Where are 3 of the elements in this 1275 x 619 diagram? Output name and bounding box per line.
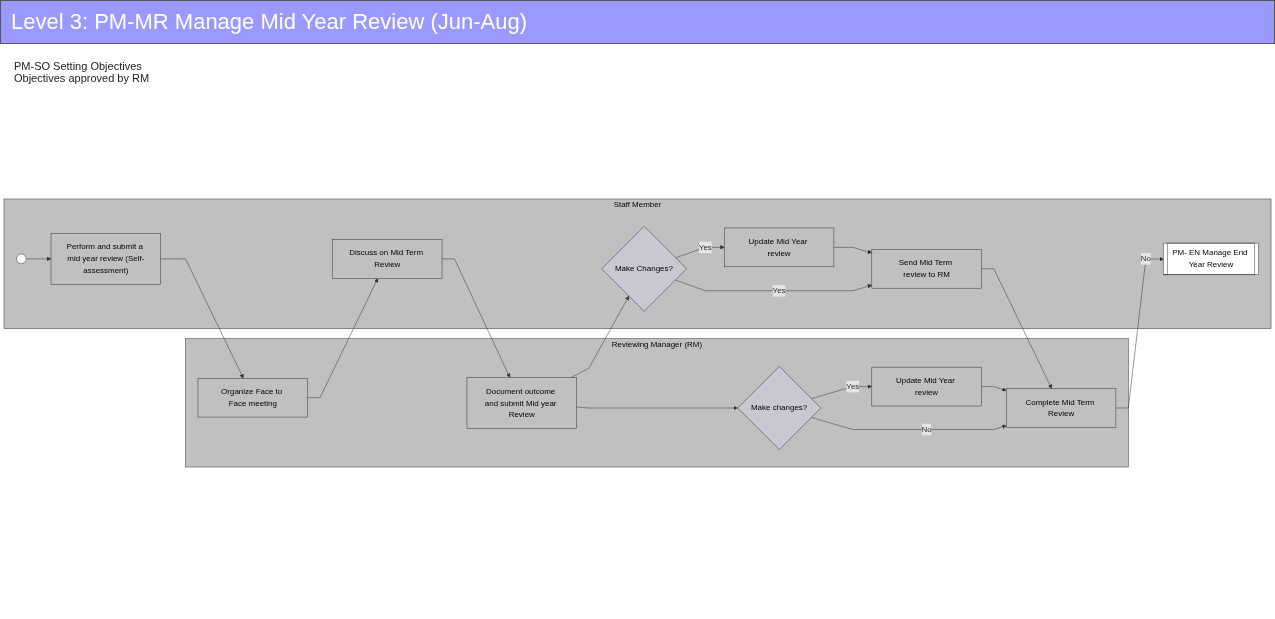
node-circle [16, 253, 27, 264]
diagram-title: Level 3: PM-MR Manage Mid Year Review (Jun-Aug) [0, 0, 1275, 44]
note-text: PM-SO Setting Objectives Objectives approved by RM [14, 60, 151, 84]
